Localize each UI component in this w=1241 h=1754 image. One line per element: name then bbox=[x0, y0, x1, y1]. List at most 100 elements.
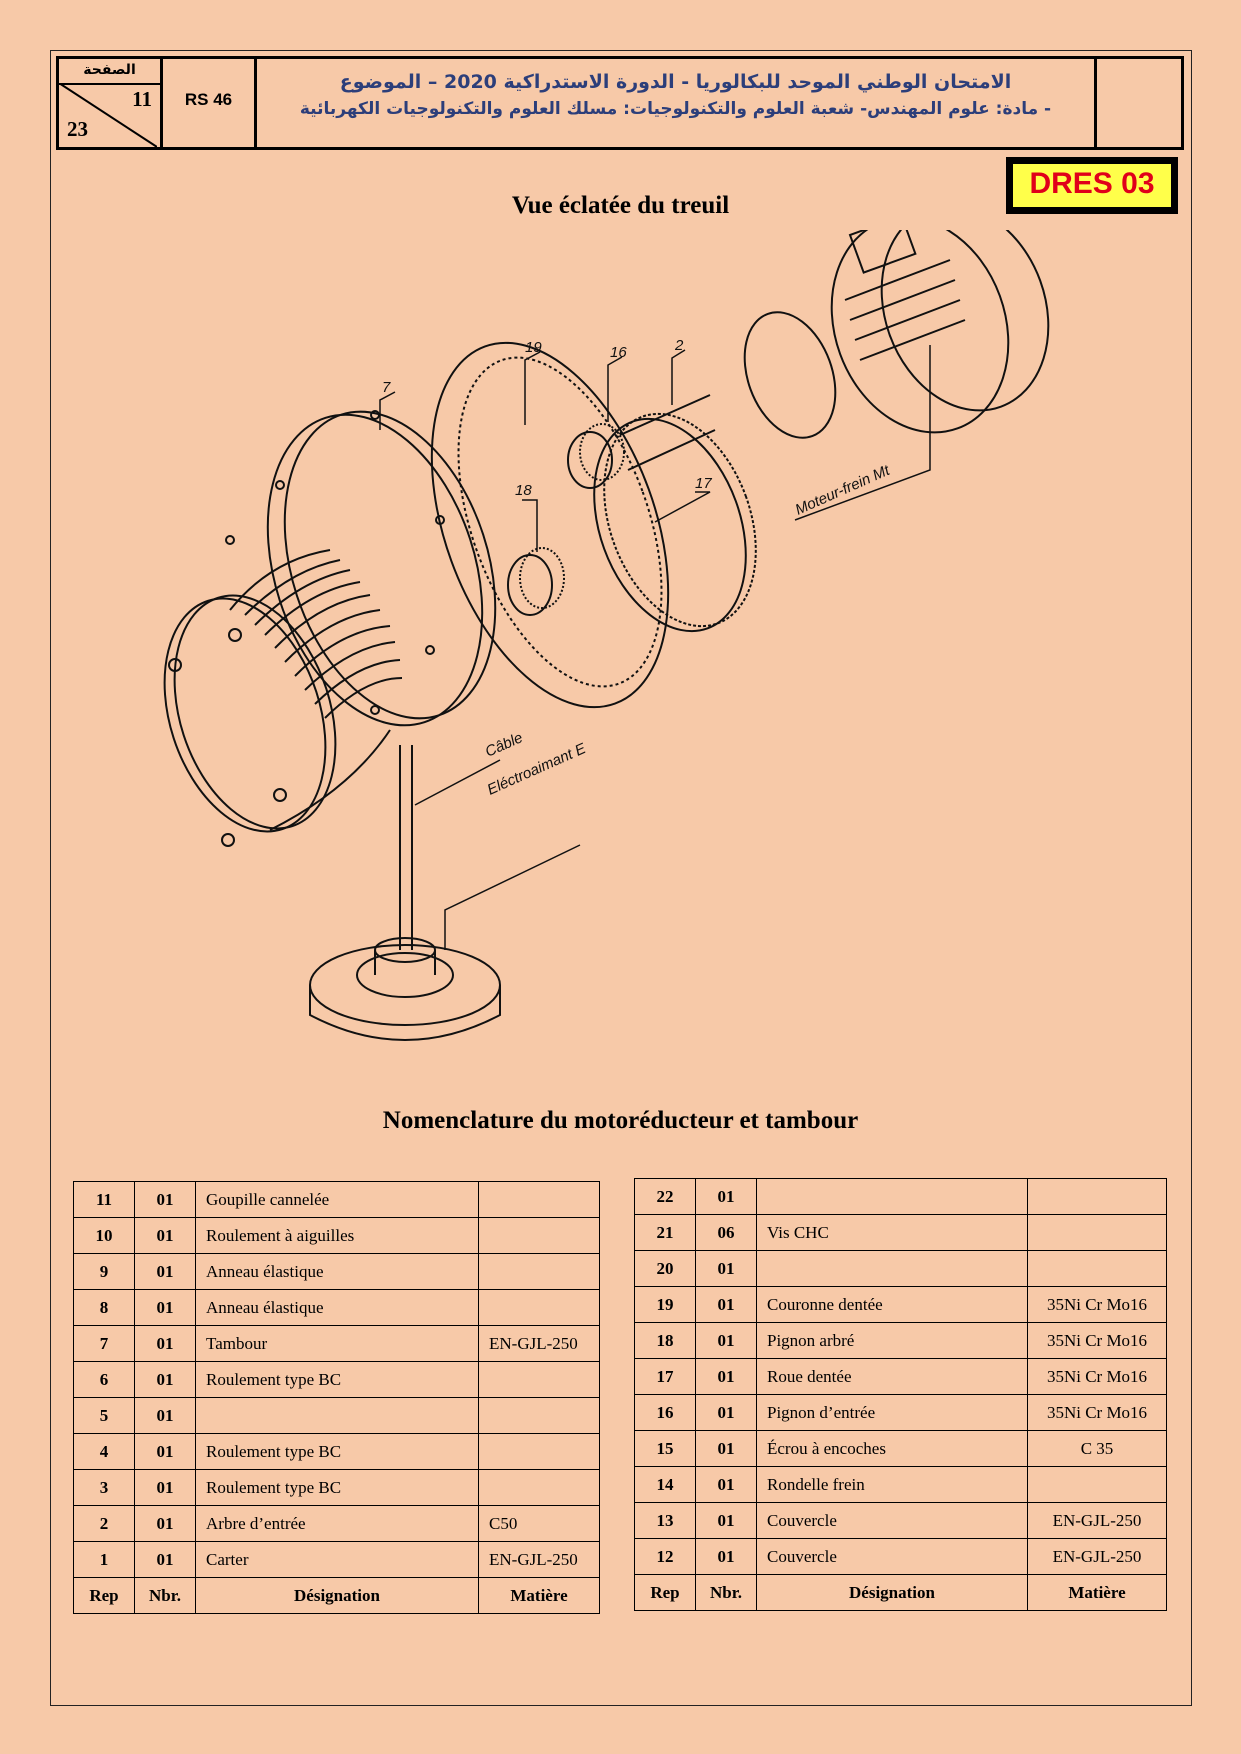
cell-nbr: 01 bbox=[134, 1433, 196, 1470]
callout-7: 7 bbox=[382, 379, 391, 396]
callout-motor: Moteur-frein Mt bbox=[793, 462, 893, 519]
cell-designation: Arbre d’entrée bbox=[195, 1505, 479, 1542]
callout-cable: Câble bbox=[483, 729, 526, 760]
cell-designation: Pignon d’entrée bbox=[756, 1394, 1028, 1431]
page-total: 23 bbox=[67, 117, 88, 141]
cell-nbr: 01 bbox=[695, 1466, 757, 1503]
cell-matiere bbox=[1027, 1214, 1167, 1251]
cell-rep: 19 bbox=[634, 1286, 696, 1323]
column-header-matiere: Matière bbox=[1027, 1574, 1167, 1611]
cell-rep: 2 bbox=[73, 1505, 135, 1542]
cell-designation: Vis CHC bbox=[756, 1214, 1028, 1251]
cell-nbr: 01 bbox=[695, 1430, 757, 1467]
cell-rep: 11 bbox=[73, 1181, 135, 1218]
cell-designation: Roulement type BC bbox=[195, 1469, 479, 1506]
cell-matiere: 35Ni Cr Mo16 bbox=[1027, 1394, 1167, 1431]
cell-rep: 10 bbox=[73, 1217, 135, 1254]
cell-rep: 9 bbox=[73, 1253, 135, 1290]
cell-rep: 3 bbox=[73, 1469, 135, 1506]
cell-matiere: EN-GJL-250 bbox=[478, 1325, 600, 1362]
exam-titles: الامتحان الوطني الموحد للبكالوريا - الدو… bbox=[257, 59, 1097, 147]
cell-designation: Goupille cannelée bbox=[195, 1181, 479, 1218]
cell-matiere: EN-GJL-250 bbox=[478, 1541, 600, 1578]
cell-rep: 17 bbox=[634, 1358, 696, 1395]
cell-nbr: 01 bbox=[134, 1181, 196, 1218]
cell-matiere bbox=[478, 1217, 600, 1254]
exam-header: الصفحة 11 23 RS 46 الامتحان الوطني الموح… bbox=[56, 56, 1184, 150]
cell-rep: 16 bbox=[634, 1394, 696, 1431]
page-counter: الصفحة 11 23 bbox=[59, 59, 163, 147]
cell-nbr: 01 bbox=[134, 1541, 196, 1578]
cell-designation: Roue dentée bbox=[756, 1358, 1028, 1395]
page-divider-line bbox=[59, 83, 157, 147]
cell-designation: Couronne dentée bbox=[756, 1286, 1028, 1323]
cell-rep: 4 bbox=[73, 1433, 135, 1470]
ring-gear bbox=[430, 341, 670, 709]
drum-flange bbox=[225, 410, 497, 727]
cell-matiere bbox=[478, 1253, 600, 1290]
cell-nbr: 01 bbox=[695, 1178, 757, 1215]
exam-code: RS 46 bbox=[163, 59, 257, 147]
drawing-title: Vue éclatée du treuil bbox=[511, 192, 730, 219]
callout-16: 16 bbox=[610, 344, 627, 361]
cell-designation: Roulement type BC bbox=[195, 1433, 479, 1470]
cell-nbr: 06 bbox=[695, 1214, 757, 1251]
cell-rep: 15 bbox=[634, 1430, 696, 1467]
cell-nbr: 01 bbox=[134, 1469, 196, 1506]
cell-nbr: 01 bbox=[695, 1394, 757, 1431]
cell-nbr: 01 bbox=[134, 1325, 196, 1362]
nomenclature-title: Nomenclature du motoréducteur et tambour bbox=[382, 1107, 859, 1134]
cell-matiere: 35Ni Cr Mo16 bbox=[1027, 1358, 1167, 1395]
column-header-nbr: Nbr. bbox=[134, 1577, 196, 1614]
cell-matiere: C50 bbox=[478, 1505, 600, 1542]
cell-designation: Rondelle frein bbox=[756, 1466, 1028, 1503]
cell-rep: 7 bbox=[73, 1325, 135, 1362]
cell-matiere: 35Ni Cr Mo16 bbox=[1027, 1322, 1167, 1359]
cell-rep: 13 bbox=[634, 1502, 696, 1539]
cell-nbr: 01 bbox=[695, 1250, 757, 1287]
cell-designation: Carter bbox=[195, 1541, 479, 1578]
page-frame bbox=[50, 50, 1192, 1706]
cell-rep: 12 bbox=[634, 1538, 696, 1575]
page-current: 11 bbox=[132, 87, 152, 111]
cell-matiere: C 35 bbox=[1027, 1430, 1167, 1467]
drum-body bbox=[229, 549, 403, 831]
callout-18: 18 bbox=[515, 482, 532, 499]
electromagnet-base bbox=[309, 937, 501, 1041]
cell-rep: 6 bbox=[73, 1361, 135, 1398]
cell-nbr: 01 bbox=[695, 1322, 757, 1359]
cell-designation bbox=[195, 1397, 479, 1434]
cell-matiere bbox=[478, 1361, 600, 1398]
column-header-rep: Rep bbox=[73, 1577, 135, 1614]
cell-matiere bbox=[1027, 1250, 1167, 1287]
page-label: الصفحة bbox=[59, 59, 160, 85]
column-header-designation: Désignation bbox=[195, 1577, 479, 1614]
header-empty-cell bbox=[1097, 59, 1181, 147]
callout-19: 19 bbox=[525, 339, 542, 356]
cell-nbr: 01 bbox=[695, 1358, 757, 1395]
cell-rep: 22 bbox=[634, 1178, 696, 1215]
cell-matiere bbox=[478, 1397, 600, 1434]
cell-designation: Anneau élastique bbox=[195, 1289, 479, 1326]
cell-designation bbox=[756, 1250, 1028, 1287]
cell-matiere bbox=[1027, 1466, 1167, 1503]
drum-end-disc bbox=[163, 594, 337, 847]
cell-nbr: 01 bbox=[134, 1397, 196, 1434]
cell-nbr: 01 bbox=[134, 1289, 196, 1326]
exam-title-line1: الامتحان الوطني الموحد للبكالوريا - الدو… bbox=[339, 71, 1012, 93]
cell-nbr: 01 bbox=[134, 1217, 196, 1254]
